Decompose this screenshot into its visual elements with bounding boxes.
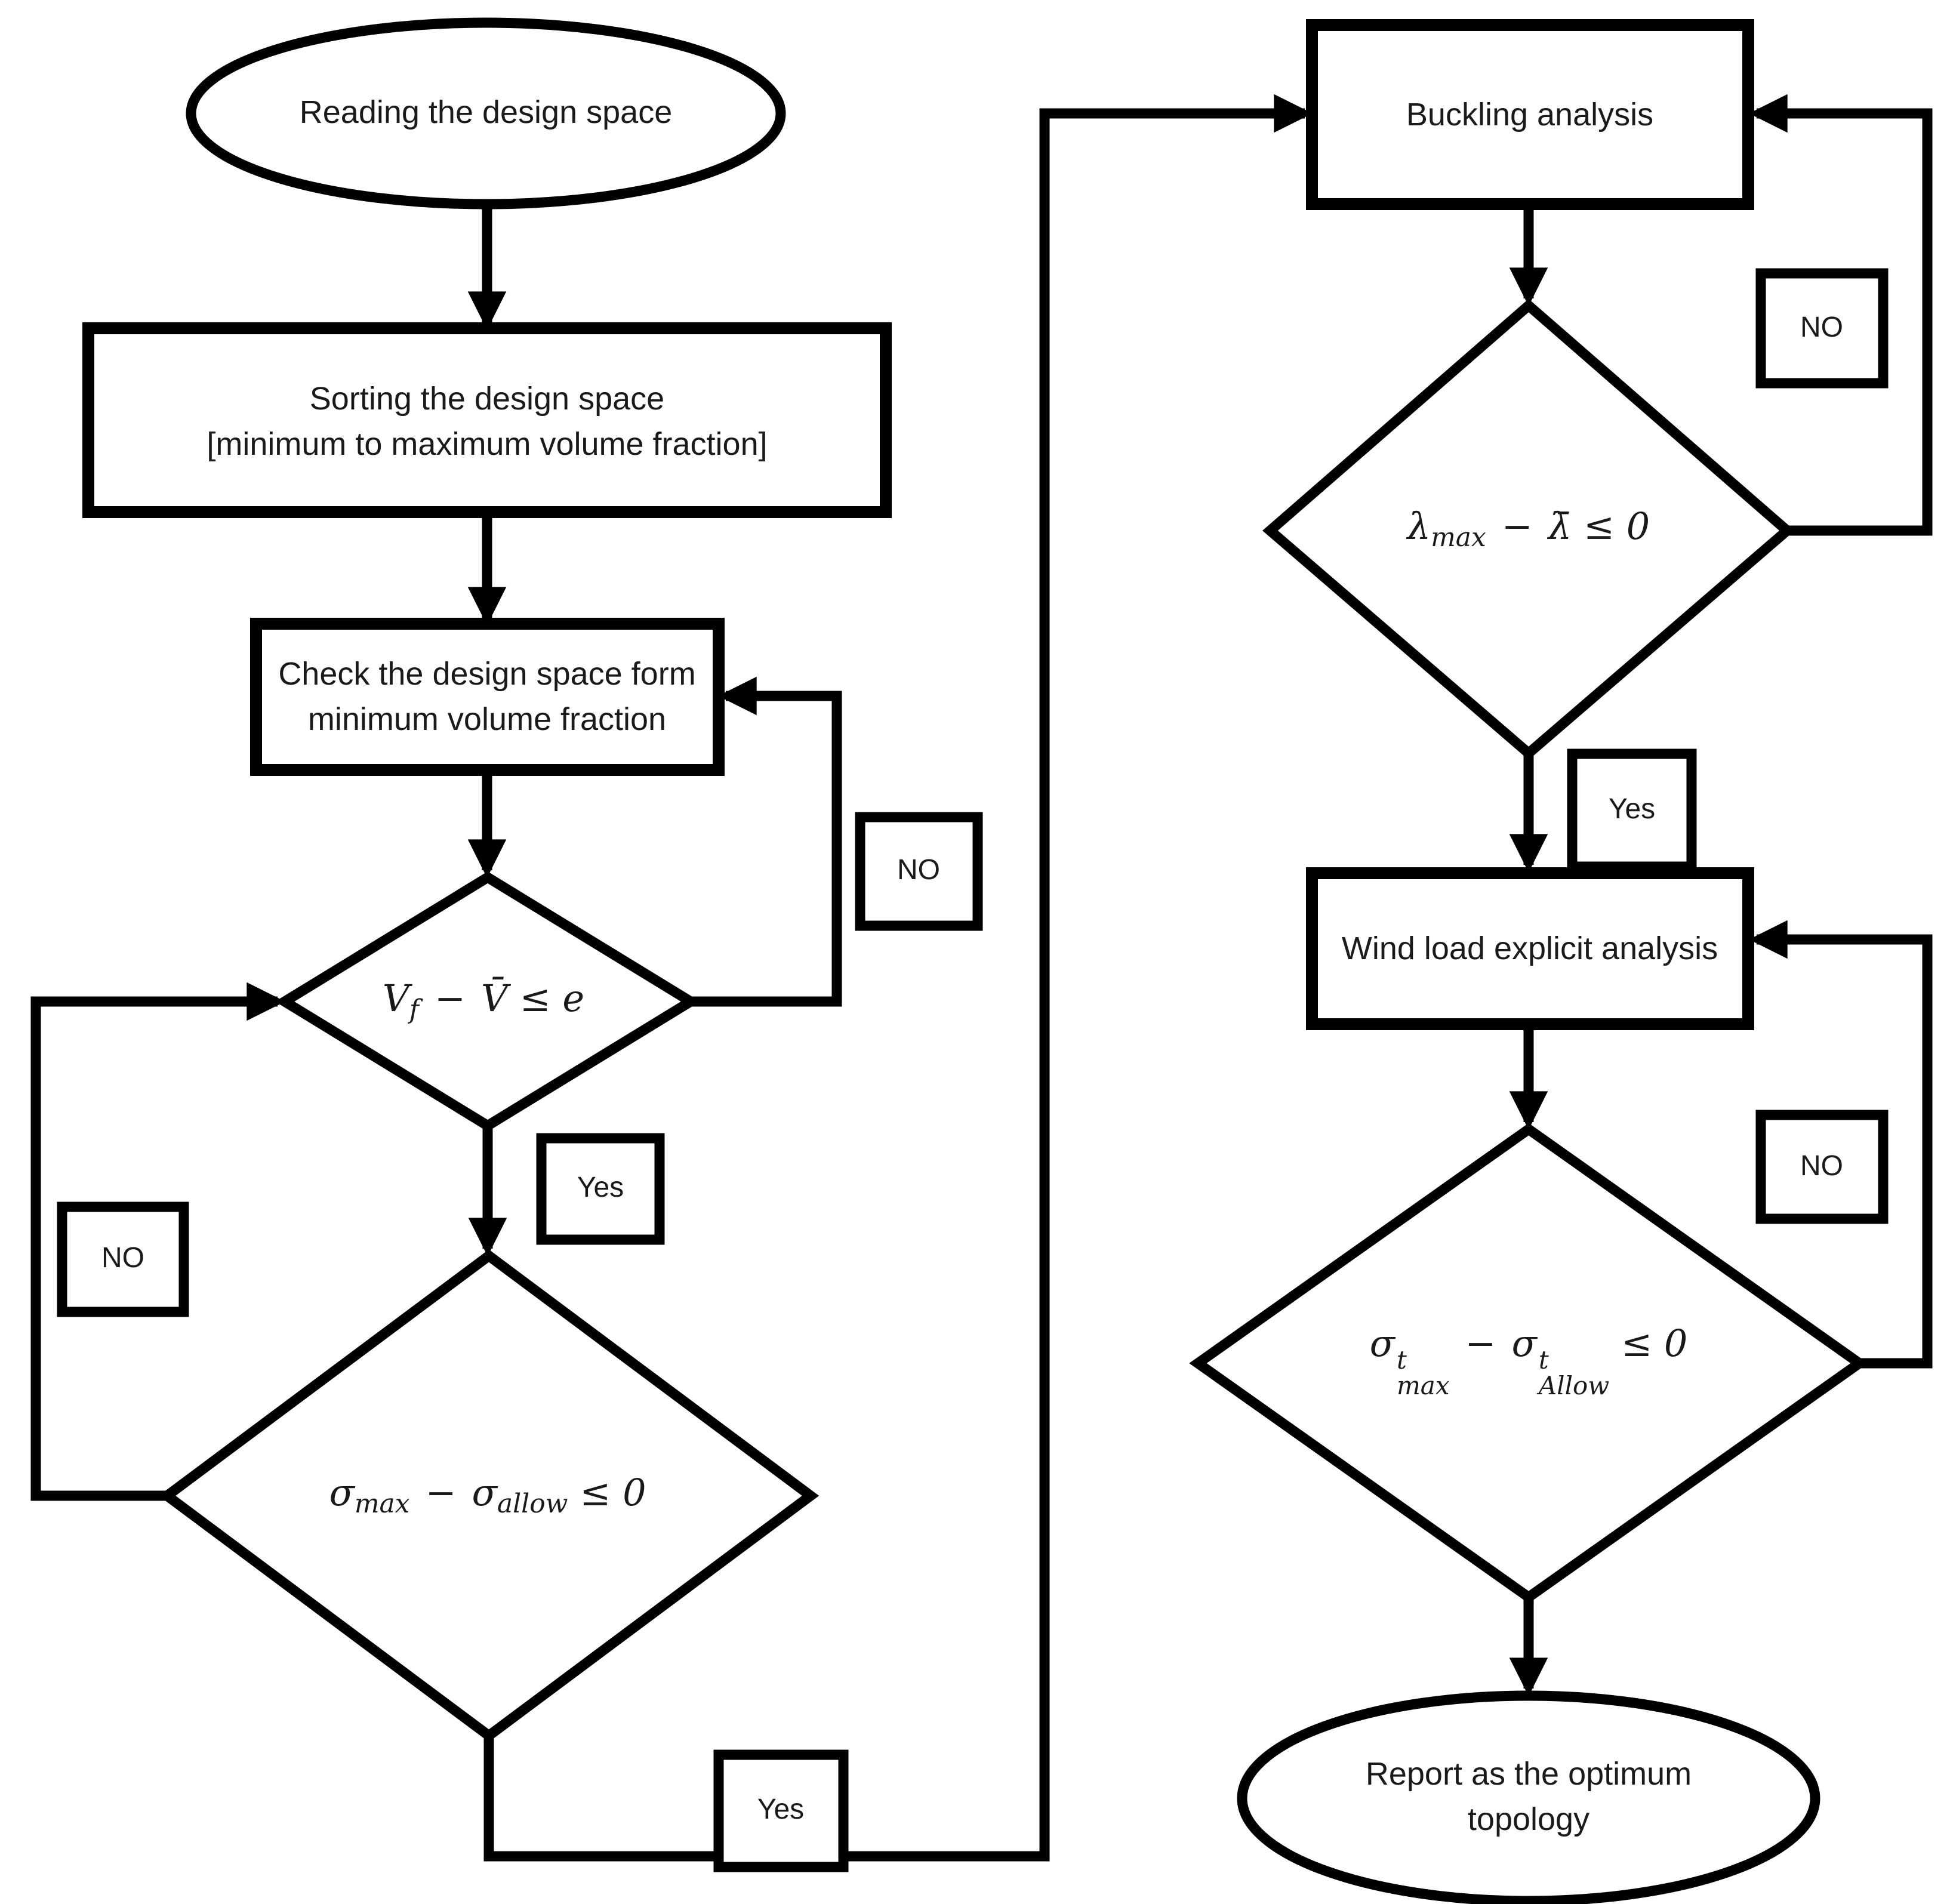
wind-stress-formula-base2: σ: [1511, 1321, 1537, 1366]
stress-yes-label: Yes: [757, 1794, 805, 1825]
label-box-wind-no: [1755, 1110, 1889, 1224]
edge-lambda-no-loop-to-buckling: [1749, 94, 1933, 536]
wind-stress-formula-operator: −: [1465, 1321, 1496, 1366]
process-sorting: [82, 322, 892, 518]
sorting-label: Sorting the design space [minimum to max…: [207, 376, 767, 467]
process-buckling: [1306, 19, 1754, 210]
check-label: Check the design space form minimum volu…: [278, 651, 695, 742]
label-box-lambda-yes: [1567, 748, 1697, 872]
process-check: [250, 618, 725, 776]
sorting-label-line1: Sorting the design space: [309, 381, 665, 417]
wind-label: Wind load explicit analysis: [1341, 931, 1718, 966]
volume-yes-label: Yes: [577, 1172, 624, 1203]
stress-formula-relation: ≤ 0: [580, 1470, 646, 1514]
sorting-label-line2: [minimum to maximum volume fraction]: [207, 426, 768, 462]
stress-formula-base1: σ: [329, 1470, 355, 1514]
volume-formula-operator: −: [434, 976, 466, 1020]
lambda-decision-formula: λmax−λ̄ ≤ 0: [1407, 507, 1650, 553]
wind-stress-formula-sub1: max: [1396, 1371, 1450, 1400]
volume-no-label: NO: [101, 1242, 144, 1274]
lambda-formula-base1: λ: [1407, 504, 1431, 548]
label-box-volume-no: [57, 1201, 189, 1317]
lambda-yes-label: Yes: [1608, 793, 1656, 825]
check-label-line1: Check the design space form: [278, 656, 696, 692]
wind-no-label: NO: [1800, 1150, 1843, 1182]
wind-stress-formula-sup1: t: [1396, 1345, 1407, 1375]
end-label: Report as the optimum topology: [1366, 1751, 1692, 1842]
process-wind-load: [1306, 867, 1754, 1030]
edge-wind-no-loop-to-wind: [1749, 920, 1933, 1369]
decision-buckling-lambda: [1262, 298, 1795, 760]
terminator-start: [186, 17, 786, 209]
stress-formula-operator: −: [425, 1470, 457, 1514]
decision-volume-fraction: [275, 871, 701, 1132]
wind-stress-formula-base1: σ: [1369, 1321, 1395, 1366]
label-box-volume-yes: [536, 1133, 665, 1245]
terminator-end: [1237, 1690, 1820, 1904]
volume-formula-relation: ≤ e: [519, 976, 585, 1020]
label-box-check-no: [855, 812, 983, 931]
wind-stress-formula-sup2: t: [1538, 1345, 1549, 1375]
label-box-buckling-no: [1755, 268, 1889, 389]
lambda-formula-relation: ≤ 0: [1584, 504, 1650, 548]
stress-decision-formula: σmax−σallow≤ 0: [329, 1474, 646, 1517]
decision-wind-stress: [1189, 1123, 1868, 1604]
stress-formula-base2: σ: [472, 1470, 497, 1514]
wind-stress-formula-relation: ≤ 0: [1621, 1321, 1688, 1366]
start-label: Reading the design space: [299, 94, 673, 130]
edge-volume-no-loop-to-check: [691, 676, 842, 1007]
edge-stress-yes-to-buckling: [483, 94, 1313, 1862]
end-label-line2: topology: [1467, 1801, 1590, 1837]
check-no-label: NO: [897, 854, 940, 886]
end-label-line1: Report as the optimum: [1365, 1756, 1692, 1792]
stress-formula-sub2: allow: [497, 1489, 568, 1520]
buckling-no-label: NO: [1800, 312, 1843, 343]
volume-decision-formula: Vf−V̄≤ e: [383, 979, 584, 1025]
buckling-label: Buckling analysis: [1406, 97, 1654, 133]
check-label-line2: minimum volume fraction: [307, 701, 667, 737]
lambda-formula-base2: λ̄: [1548, 504, 1572, 548]
lambda-formula-sub1: max: [1431, 522, 1486, 553]
wind-stress-formula-sub2: Allow: [1538, 1371, 1610, 1400]
edge-stress-no-loop-to-volume-decision: [30, 982, 285, 1501]
stress-formula-sub1: max: [354, 1489, 410, 1520]
volume-formula-base2: V̄: [480, 976, 508, 1020]
decision-stress: [158, 1249, 820, 1742]
volume-formula-base1: V: [382, 976, 409, 1020]
lambda-formula-operator: −: [1501, 504, 1533, 548]
label-box-stress-yes: [713, 1749, 849, 1872]
volume-formula-sub1: f: [409, 994, 419, 1025]
